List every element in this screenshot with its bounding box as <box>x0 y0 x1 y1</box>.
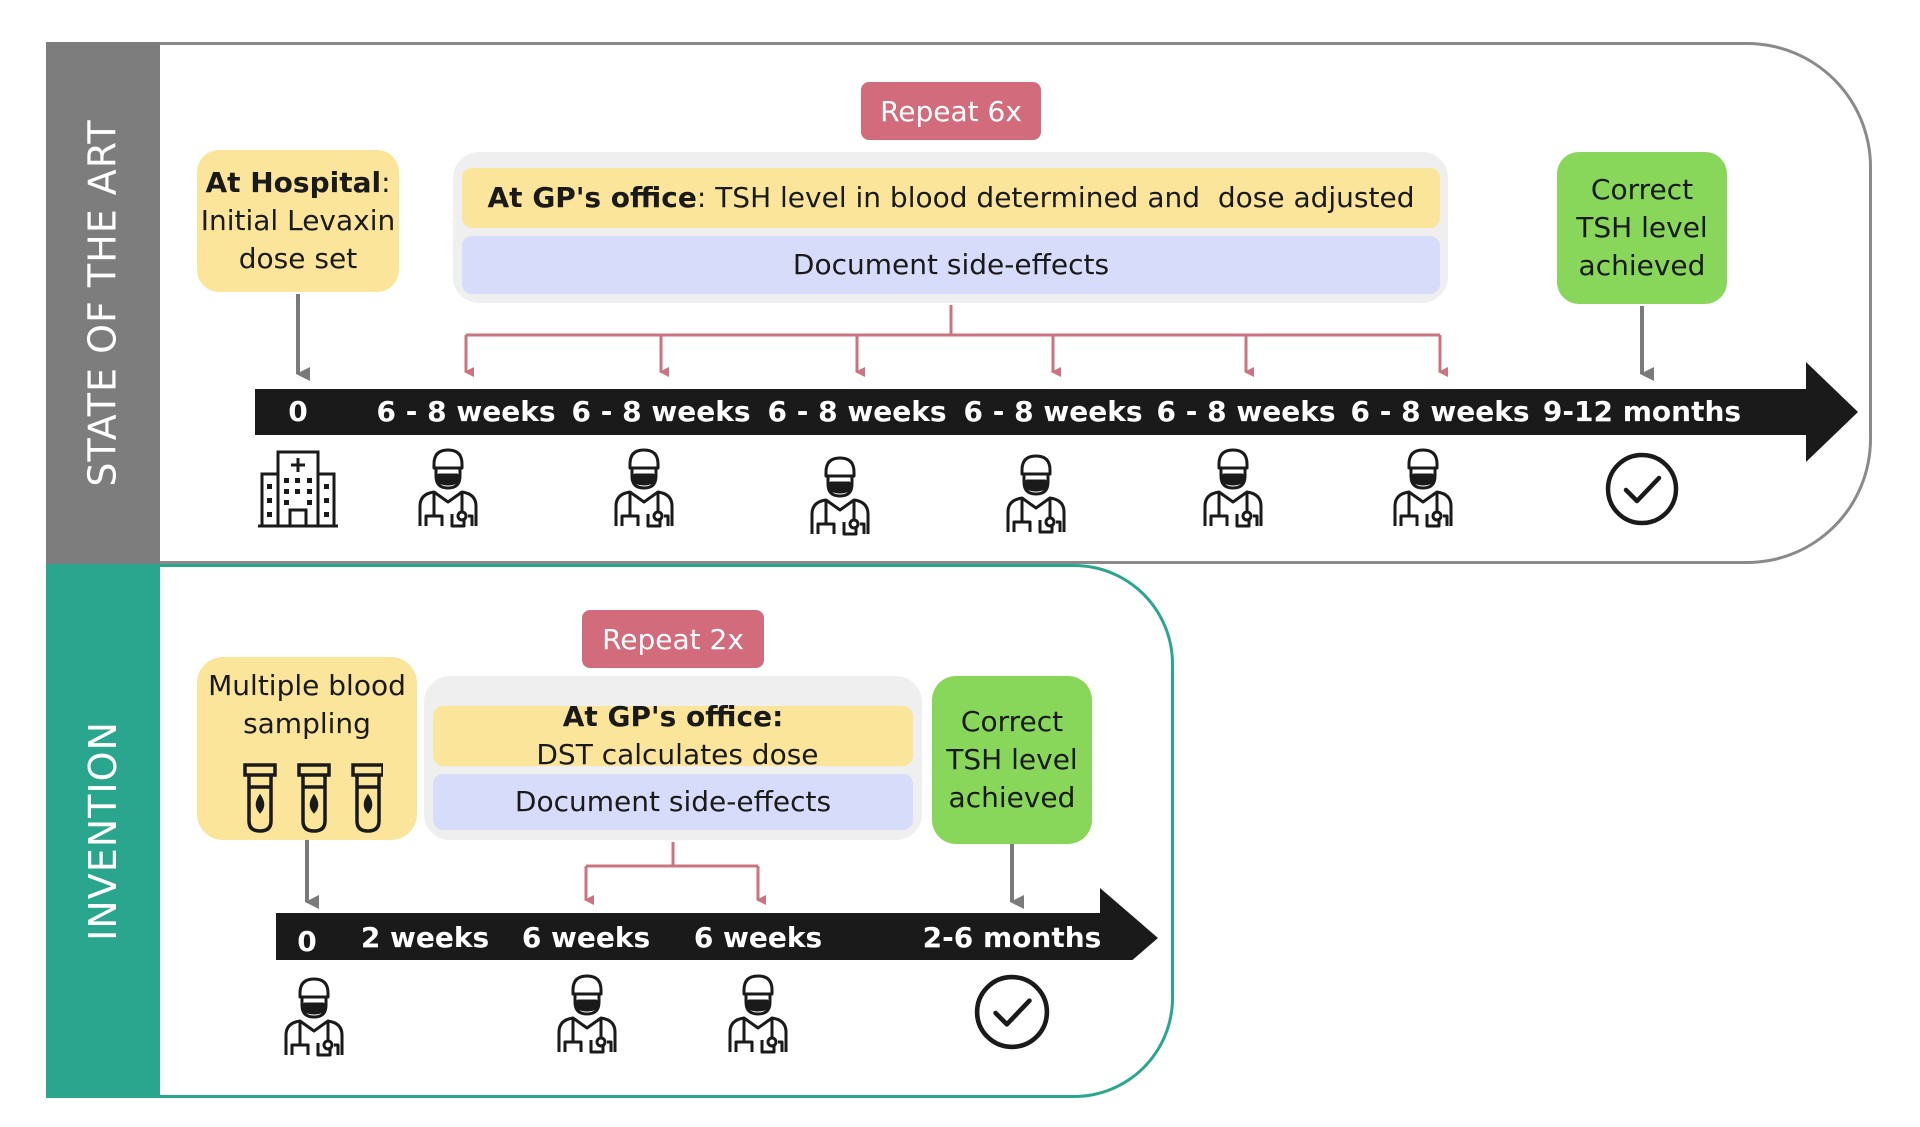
invention-correct-tsh-box: Correct TSH level achieved <box>932 676 1092 844</box>
doctor-icon <box>1203 448 1263 528</box>
hospital-title-colon: : <box>381 166 391 199</box>
correct-tsh-box: Correct TSH level achieved <box>1557 152 1727 304</box>
invention-side-effects-box: Document side-effects <box>433 774 913 830</box>
state-ticks: 0 6 - 8 weeks 6 - 8 weeks 6 - 8 weeks 6 … <box>0 392 1920 432</box>
repeat-2x-label: Repeat 2x <box>602 622 744 656</box>
state-tick-0: 0 <box>288 395 308 428</box>
sampling-line2: sampling <box>243 707 371 740</box>
hospital-line2: dose set <box>238 242 358 275</box>
repeat-6x-label: Repeat 6x <box>880 94 1022 128</box>
check-circle-icon <box>1605 452 1679 526</box>
invention-side-effects-label: Document side-effects <box>514 785 832 818</box>
hospital-title: At Hospital <box>205 166 382 199</box>
doctor-icon <box>284 977 344 1057</box>
invention-correct-tsh-line2: TSH level <box>946 743 1078 776</box>
check-circle-icon <box>974 974 1050 1050</box>
state-tick-2: 6 - 8 weeks <box>571 395 751 428</box>
doctor-icon <box>614 448 674 528</box>
invention-correct-tsh-line1: Correct <box>960 705 1064 738</box>
sampling-line1: Multiple blood <box>208 669 406 702</box>
doctor-icon <box>418 448 478 528</box>
blood-tubes <box>243 763 383 833</box>
hospital-box: At Hospital: Initial Levaxin dose set <box>197 150 399 292</box>
doctor-icon <box>557 974 617 1054</box>
invention-tick-2: 6 weeks <box>521 921 651 954</box>
state-tick-7: 9-12 months <box>1542 395 1742 428</box>
state-tick-6: 6 - 8 weeks <box>1350 395 1530 428</box>
invention-timeline-graphics <box>276 840 1158 960</box>
doctor-icon <box>728 974 788 1054</box>
state-tick-5: 6 - 8 weeks <box>1156 395 1336 428</box>
invention-tick-4: 2-6 months <box>922 921 1102 954</box>
correct-tsh-line2: TSH level <box>1576 211 1708 244</box>
gp-office-title: At GP's office <box>487 181 697 214</box>
blood-sampling-box: Multiple blood sampling <box>197 657 417 840</box>
state-tick-3: 6 - 8 weeks <box>767 395 947 428</box>
invention-tick-3: 6 weeks <box>693 921 823 954</box>
repeat-2x-tag: Repeat 2x <box>582 610 764 668</box>
correct-tsh-line3: achieved <box>1578 249 1706 282</box>
dst-gp-office-box: At GP's office: DST calculates dose <box>433 700 913 771</box>
invention-tick-0: 0 <box>297 925 317 958</box>
side-effects-label: Document side-effects <box>792 248 1110 281</box>
invention-ticks: 0 2 weeks 6 weeks 6 weeks 2-6 months <box>0 918 1920 958</box>
repeat-6x-tag: Repeat 6x <box>861 82 1041 140</box>
invention-tick-1: 2 weeks <box>360 921 490 954</box>
gp-office-box: At GP's office: TSH level in blood deter… <box>462 168 1440 228</box>
side-effects-box: Document side-effects <box>462 236 1440 294</box>
doctor-icon <box>810 456 870 536</box>
dst-gp-office-text: DST calculates dose <box>527 738 819 771</box>
hospital-icon <box>258 450 338 528</box>
state-timeline-graphics <box>255 294 1858 462</box>
doctor-icon <box>1393 448 1453 528</box>
gp-office-text: : TSH level in blood determined and dose… <box>696 181 1415 214</box>
dst-gp-office-title: At GP's office: <box>562 700 784 733</box>
state-of-the-art-sidebar: STATE OF THE ART <box>46 42 160 564</box>
state-timeline-arrow <box>255 362 1858 462</box>
doctor-icon <box>1006 454 1066 534</box>
state-tick-4: 6 - 8 weeks <box>963 395 1143 428</box>
state-tick-1: 6 - 8 weeks <box>376 395 556 428</box>
invention-sidebar: INVENTION <box>46 564 160 1098</box>
hospital-line1: Initial Levaxin <box>200 204 396 237</box>
correct-tsh-line1: Correct <box>1590 173 1694 206</box>
invention-correct-tsh-line3: achieved <box>948 781 1076 814</box>
invention-timeline-arrow <box>276 888 1158 960</box>
